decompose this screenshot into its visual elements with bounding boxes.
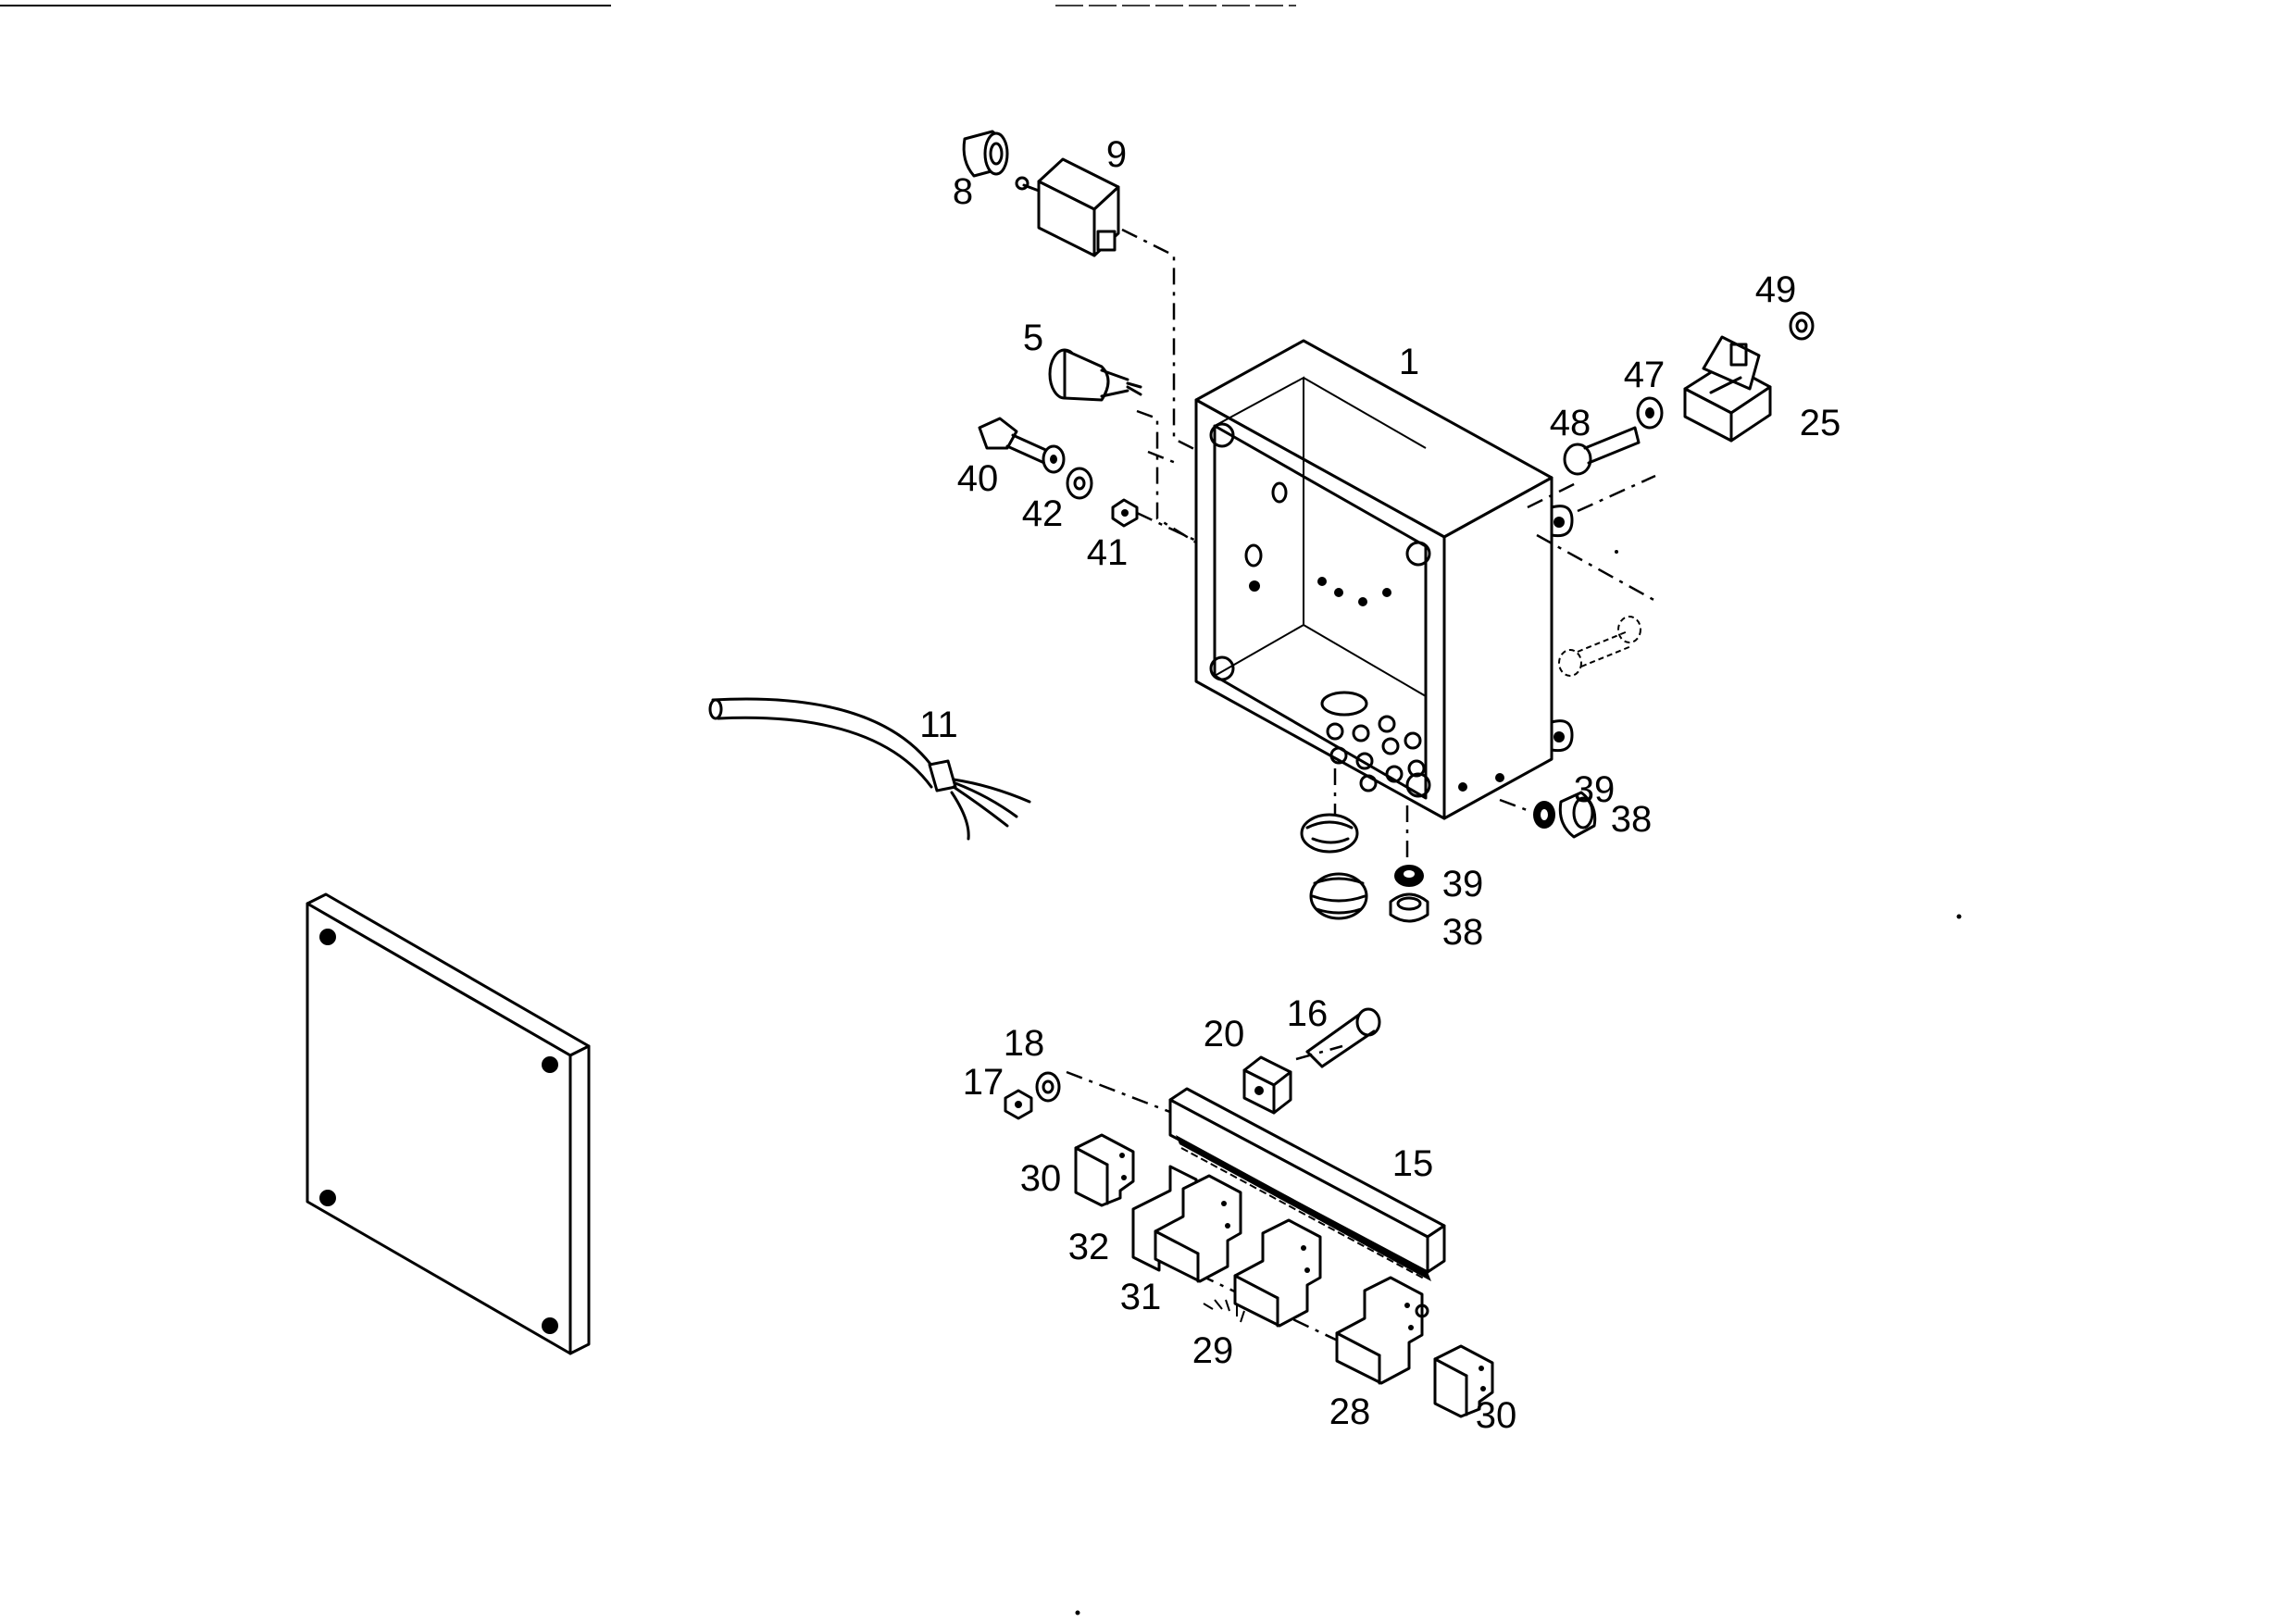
din-rail-part-15 [1168,1087,1446,1281]
gland-lower [1300,813,1368,920]
square-nut-part-20 [1242,1055,1292,1115]
washer-part-47 [1636,396,1664,430]
label-part-8: 8 [953,171,973,212]
gland-part-38-side [1558,791,1597,839]
label-part-49: 49 [1755,269,1797,310]
label-part-11: 11 [919,705,958,745]
terminal-block-part-30-left [1074,1133,1135,1207]
label-part-40: 40 [957,458,999,499]
bolt-part-48 [1563,426,1641,476]
enclosure-holes [1244,481,1426,792]
label-part-17: 17 [963,1062,1004,1103]
label-part-30-left: 30 [1020,1158,1062,1199]
label-part-20: 20 [1204,1014,1245,1054]
label-part-28: 28 [1329,1391,1371,1432]
label-part-25: 25 [1800,403,1841,443]
terminal-block-part-28 [1335,1276,1429,1385]
label-part-5: 5 [1023,318,1043,358]
stray-marks [1075,550,1962,1616]
label-part-38-bottom: 38 [1442,912,1484,953]
label-part-29: 29 [1192,1330,1234,1371]
label-part-9: 9 [1106,134,1127,175]
label-part-1: 1 [1399,342,1419,382]
bracket-part-25 [1683,335,1772,443]
gland-part-38-bottom [1389,892,1429,923]
washer-part-40b [1042,444,1066,474]
label-part-18: 18 [1004,1023,1045,1064]
label-part-30-right: 30 [1476,1395,1517,1436]
label-part-42: 42 [1022,493,1064,534]
spring-part-29 [1203,1299,1245,1323]
phantom-bolt [1558,616,1641,677]
nut-part-49 [1789,311,1815,341]
label-part-39-bottom: 39 [1442,864,1484,905]
washer-part-18 [1035,1071,1061,1103]
label-part-48: 48 [1550,403,1591,443]
enclosure-box [1194,339,1574,820]
washer-part-39-side [1533,801,1555,829]
nut-part-41 [1111,498,1139,528]
label-part-39-side: 39 [1574,769,1616,810]
label-part-31: 31 [1120,1277,1162,1317]
terminal-block-center [1233,1218,1322,1328]
nut-part-17 [1004,1089,1033,1120]
label-part-15: 15 [1392,1143,1434,1184]
part-labels: 1 5 8 9 11 15 16 17 18 20 25 28 29 30 30… [919,134,1841,1436]
switch-part-5 [1048,348,1142,402]
label-part-47: 47 [1624,355,1666,395]
terminal-block-part-31 [1154,1174,1242,1283]
washer-part-39-bottom [1394,865,1424,887]
screw-part-40 [978,417,1052,465]
cable-part-11 [708,697,1031,841]
mounting-lugs [1458,505,1574,792]
knob-part-8 [962,130,1009,178]
washer-part-42 [1066,467,1093,500]
terminal-block-part-30-right [1433,1344,1494,1418]
label-part-38-side: 38 [1611,799,1653,840]
breaker-part-9 [1015,157,1120,257]
label-part-16: 16 [1287,993,1329,1034]
label-part-32: 32 [1068,1227,1110,1267]
label-part-41: 41 [1087,532,1129,573]
screw-part-16 [1305,1007,1381,1068]
cover-plate [306,892,591,1355]
